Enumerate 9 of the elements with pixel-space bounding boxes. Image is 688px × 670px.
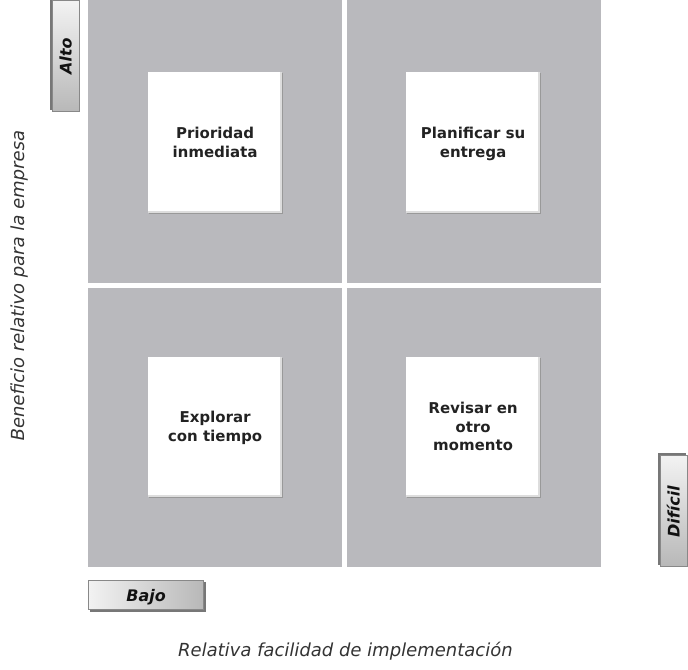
quadrant-card: Prioridad inmediata: [148, 72, 282, 213]
axis-title: Relativa facilidad de implementación: [178, 640, 513, 661]
axis-tab: Bajo: [88, 580, 204, 610]
quadrant-card: Explorar con tiempo: [148, 357, 282, 497]
axis-tab: Difícil: [660, 455, 688, 567]
axis-tab: Alto: [52, 0, 80, 112]
axis-title: Beneficio relativo para la empresa: [8, 130, 29, 440]
quadrant-card: Planificar su entrega: [406, 72, 540, 213]
quadrant-card: Revisar en otro momento: [406, 357, 540, 497]
